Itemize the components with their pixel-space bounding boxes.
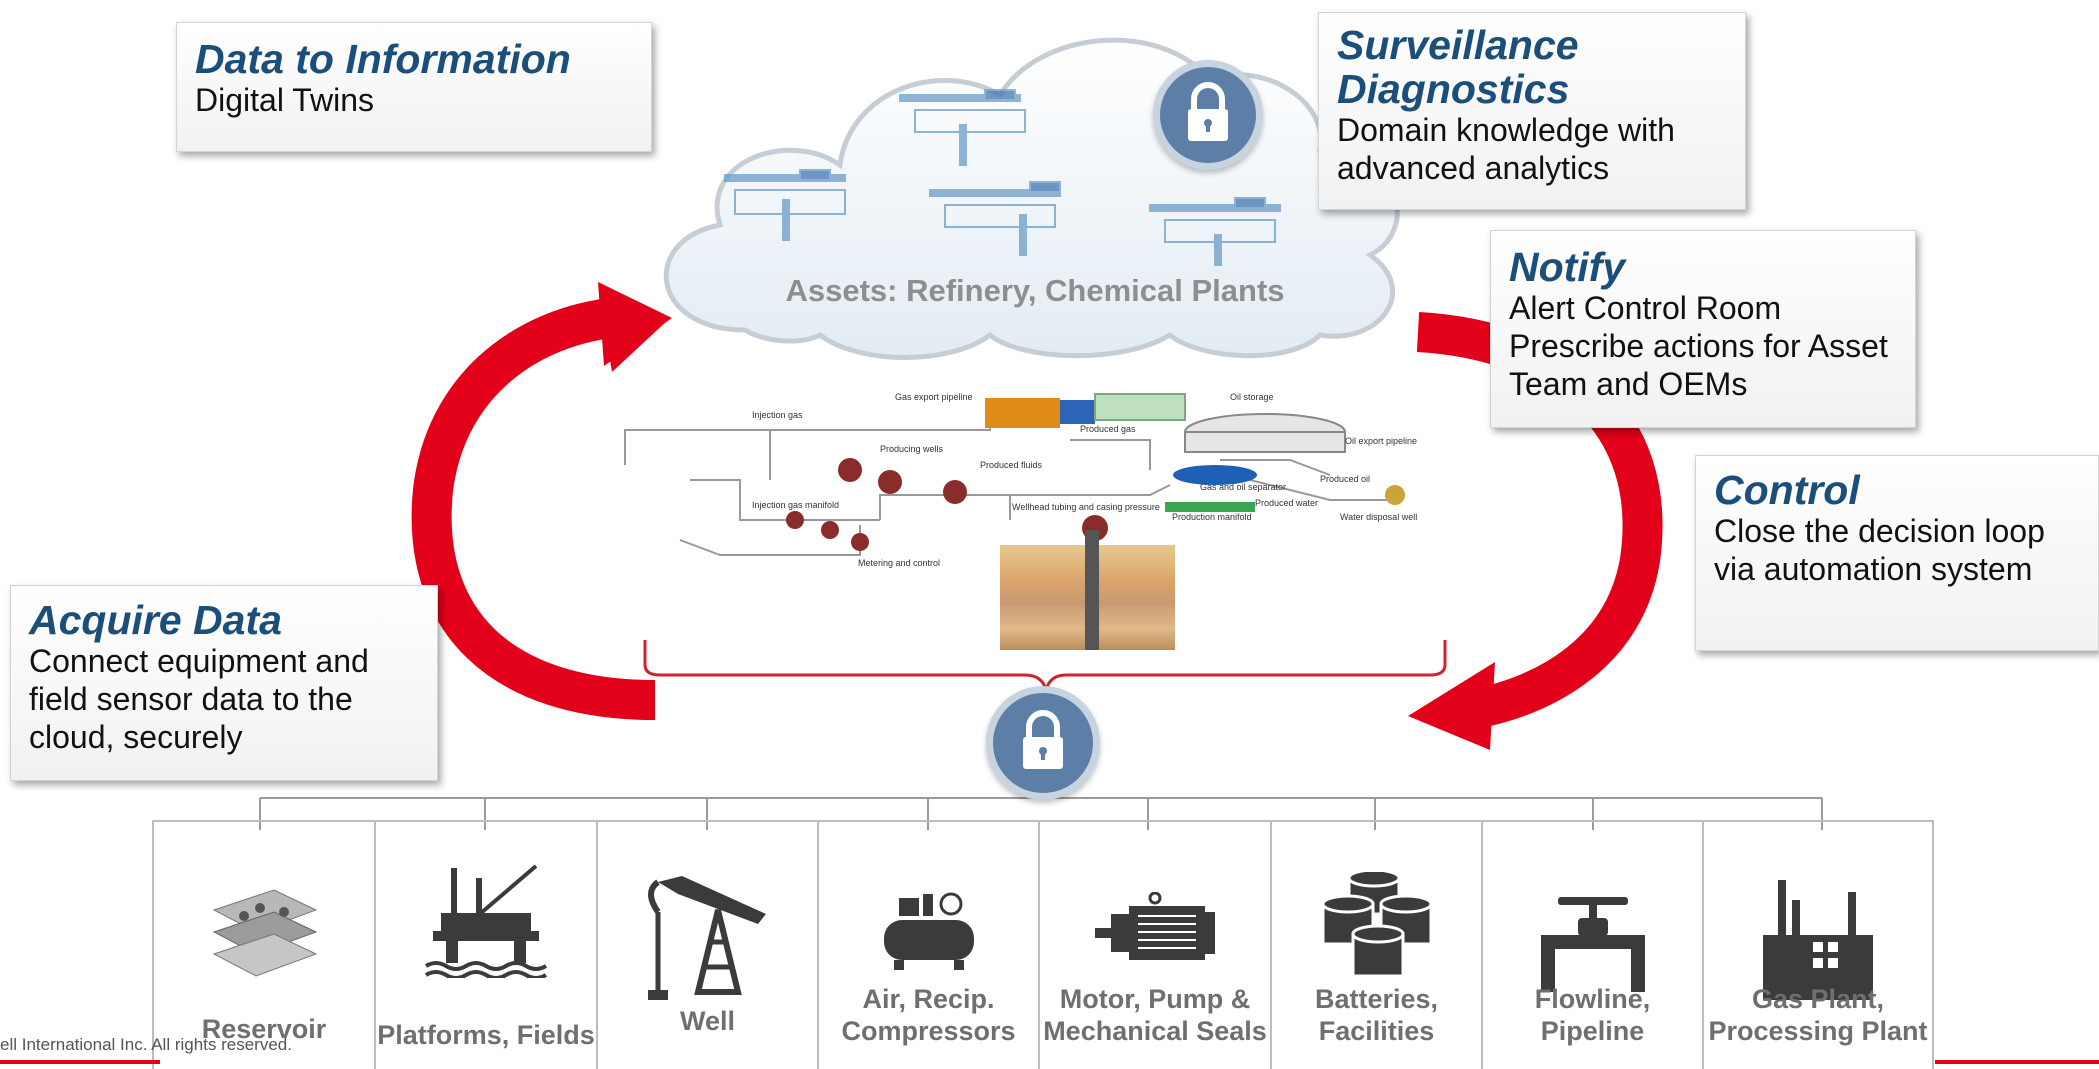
box-title: Data to Information [195, 36, 571, 82]
box-body-line: Connect equipment and [29, 643, 369, 679]
loop-arrow-left [411, 282, 672, 720]
panel-label: Platforms, Fields [376, 1019, 596, 1051]
panel-label: Batteries, Facilities [1272, 983, 1481, 1047]
diagram-labels: Gas export pipeline Injection gas Oil st… [752, 392, 1417, 568]
box-body-line: Team and OEMs [1509, 366, 1748, 402]
panel-batteries-facilities: Batteries, Facilities [1270, 822, 1481, 1069]
cloud-lock-icon [1153, 60, 1263, 170]
box-body-line: Alert Control Room [1509, 290, 1782, 326]
box-body-line: Close the decision loop [1714, 513, 2045, 549]
box-body-line: cloud, securely [29, 719, 243, 755]
box-body-line: via automation system [1714, 551, 2033, 587]
label-production-manifold: Production manifold [1172, 512, 1252, 522]
panel-flowline-pipeline: Flowline, Pipeline [1481, 822, 1702, 1069]
cloud-label: Assets: Refinery, Chemical Plants [785, 273, 1285, 308]
oilfield-process-diagram [624, 393, 1405, 650]
panel-label-line: Facilities [1318, 1016, 1435, 1046]
box-acquire-data: Acquire Data Connect equipment and field… [10, 585, 438, 781]
box-notify: Notify Alert Control Room Prescribe acti… [1490, 230, 1916, 428]
label-producing-wells: Producing wells [880, 444, 944, 454]
cloud-plant-sketches [724, 89, 1281, 266]
panel-label-line: Batteries, [1314, 984, 1439, 1014]
label-injection-gas: Injection gas [752, 410, 803, 420]
panel-platforms-fields: Platforms, Fields [374, 822, 596, 1069]
label-injection-manifold: Injection gas manifold [752, 500, 839, 510]
panel-label: Gas Plant, Processing Plant [1704, 983, 1932, 1047]
footer-accent-line [0, 1060, 160, 1064]
box-body-line: field sensor data to the [29, 681, 353, 717]
panel-label: Reservoir [154, 1013, 374, 1045]
box-body-line: Digital Twins [195, 82, 375, 118]
label-produced-oil: Produced oil [1320, 474, 1370, 484]
asset-panel-row: Reservoir Platforms, Fields Well [152, 820, 1934, 1069]
panel-gas-plant: Gas Plant, Processing Plant [1702, 822, 1934, 1069]
panel-label-line: Platforms, Fields [377, 1020, 595, 1050]
panel-label-line: Compressors [841, 1016, 1016, 1046]
cloud-shape [663, 37, 1400, 360]
panel-reservoir: Reservoir [152, 822, 374, 1069]
box-title-line: Diagnostics [1337, 66, 1570, 112]
label-produced-gas: Produced gas [1080, 424, 1136, 434]
box-body-line: Prescribe actions for Asset [1509, 328, 1888, 364]
panel-label-line: Well [679, 1006, 735, 1036]
panel-label: Flowline, Pipeline [1483, 983, 1702, 1047]
compressor-icon [883, 892, 974, 970]
panel-label-line: Gas Plant, [1751, 984, 1885, 1014]
gas-plant-icon [1763, 880, 1873, 1000]
label-metering: Metering and control [858, 558, 940, 568]
label-produced-water: Produced water [1255, 498, 1318, 508]
panel-motor-pump: Motor, Pump & Mechanical Seals [1038, 822, 1270, 1069]
box-title-line: Surveillance [1337, 22, 1579, 68]
panel-label-line: Reservoir [201, 1014, 327, 1044]
box-title: Notify [1509, 244, 1626, 290]
panel-label: Well [598, 1005, 817, 1037]
label-oil-export: Oil export pipeline [1345, 436, 1417, 446]
platform-icon [424, 864, 548, 978]
box-title: Control [1714, 467, 1860, 513]
panel-label: Air, Recip. Compressors [819, 983, 1038, 1047]
panel-compressors: Air, Recip. Compressors [817, 822, 1038, 1069]
tanks-icon [1321, 872, 1432, 978]
box-surveillance-diagnostics: Surveillance Diagnostics Domain knowledg… [1318, 12, 1746, 210]
panel-label-line: Air, Recip. [862, 984, 995, 1014]
box-body-line: advanced analytics [1337, 150, 1610, 186]
panel-label-line: Pipeline [1540, 1016, 1645, 1046]
pumpjack-icon [647, 876, 766, 1000]
panel-well: Well [596, 822, 817, 1069]
motor-icon [1095, 892, 1215, 960]
label-wellhead: Wellhead tubing and casing pressure [1012, 502, 1160, 512]
box-control: Control Close the decision loop via auto… [1695, 455, 2099, 651]
reservoir-icon [212, 889, 318, 977]
label-produced-fluids: Produced fluids [980, 460, 1043, 470]
panel-label: Motor, Pump & Mechanical Seals [1040, 983, 1270, 1047]
label-gas-export: Gas export pipeline [895, 392, 973, 402]
panel-label-line: Motor, Pump & [1059, 984, 1251, 1014]
label-water-disposal: Water disposal well [1340, 512, 1417, 522]
label-separator: Gas and oil separator [1200, 482, 1286, 492]
valve-icon [1540, 897, 1645, 992]
box-data-to-information: Data to Information Digital Twins [176, 22, 652, 152]
box-title: Acquire Data [29, 597, 282, 643]
gateway-lock-icon [986, 686, 1100, 800]
footer-accent-line [1935, 1060, 2099, 1064]
copyright-footer: ell International Inc. All rights reserv… [0, 1035, 292, 1054]
panel-label-line: Processing Plant [1708, 1016, 1928, 1046]
label-oil-storage: Oil storage [1230, 392, 1274, 402]
panel-label-line: Flowline, [1534, 984, 1651, 1014]
panel-label-line: Mechanical Seals [1043, 1016, 1267, 1046]
box-body-line: Domain knowledge with [1337, 112, 1675, 148]
